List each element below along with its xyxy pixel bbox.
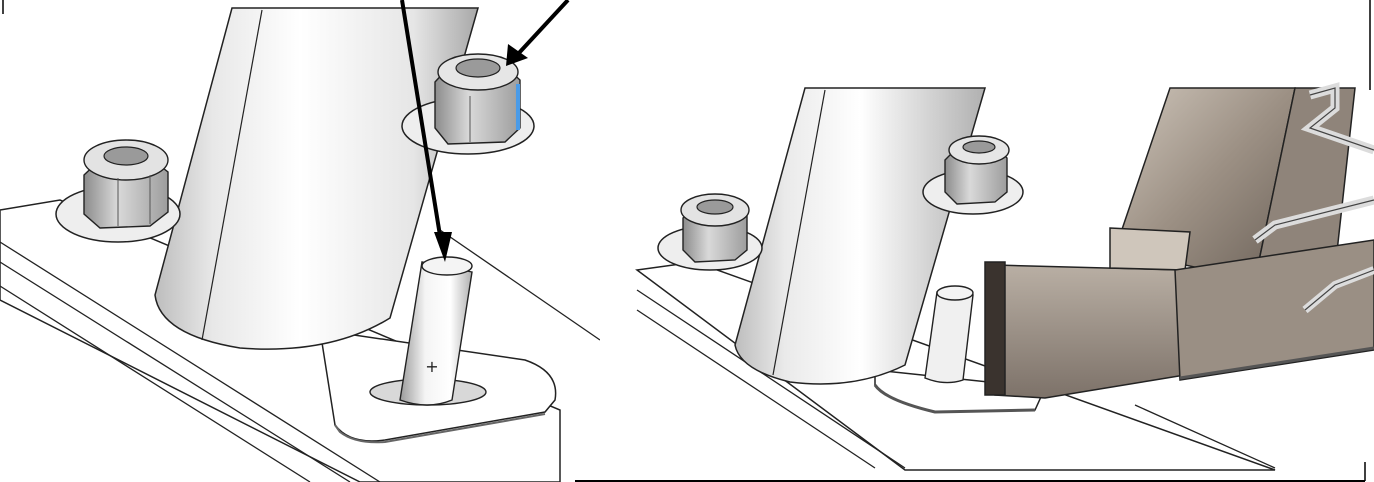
mounting-tab — [873, 369, 1047, 414]
left-flange-nut — [55, 139, 181, 243]
left-view-canvas: + — [0, 0, 600, 482]
left-cad-view: + — [0, 0, 600, 482]
square-tube-bracket — [984, 82, 1374, 399]
callout-arrow-pin — [400, 0, 452, 262]
locating-pin — [924, 285, 974, 384]
main-tube — [154, 7, 479, 350]
right-cad-view — [575, 0, 1374, 482]
right-view-canvas — [575, 0, 1374, 482]
right-flange-nut — [922, 135, 1024, 215]
pin-center-marker: + — [425, 357, 438, 376]
left-flange-nut — [657, 193, 763, 271]
callout-arrow-nut — [506, 0, 570, 66]
main-tube — [734, 87, 986, 385]
locating-pin: + — [399, 256, 473, 406]
right-flange-nut — [401, 53, 535, 155]
